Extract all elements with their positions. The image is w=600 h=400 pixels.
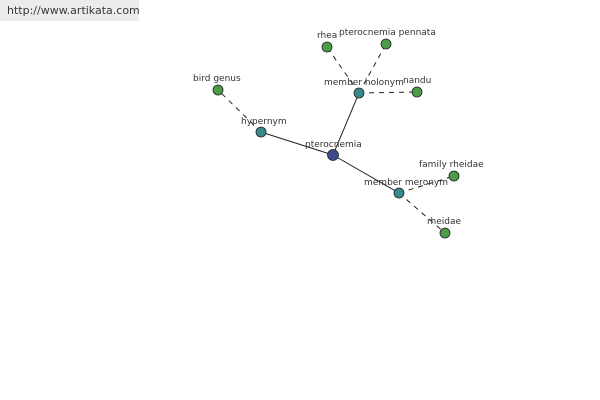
node-label-hypernym[interactable]: hypernym [241, 117, 287, 127]
node-label-pterocnemia[interactable]: pterocnemia [305, 140, 362, 150]
node-pterocnemia[interactable] [327, 149, 339, 161]
node-label-pterocnemia-pennata[interactable]: pterocnemia pennata [339, 28, 436, 38]
node-label-bird-genus[interactable]: bird genus [193, 74, 241, 84]
edge-pterocnemia-member-holonym [332, 92, 360, 156]
nodes-layer [212, 38, 460, 239]
node-nandu[interactable] [411, 86, 423, 98]
node-label-member-holonym[interactable]: member holonym [324, 78, 404, 88]
node-label-family-rheidae[interactable]: family rheidae [419, 160, 484, 170]
node-member-meronym[interactable] [393, 187, 405, 199]
node-rheidae[interactable] [439, 227, 451, 239]
labels-layer: pterocnemia hypernym member holonym member … [193, 28, 484, 227]
node-label-nandu[interactable]: nandu [403, 76, 431, 86]
node-rhea[interactable] [321, 41, 333, 53]
edge-pterocnemia-hypernym [260, 131, 334, 156]
node-family-rheidae[interactable] [448, 170, 460, 182]
node-label-rheidae[interactable]: rheidae [427, 217, 462, 227]
node-hypernym[interactable] [255, 126, 267, 138]
node-pterocnemia-pennata[interactable] [380, 38, 392, 50]
node-label-rhea[interactable]: rhea [317, 31, 337, 41]
edge-member-meronym-rheidae [398, 192, 446, 234]
edges-layer [217, 43, 455, 234]
edge-pterocnemia-member-meronym [332, 154, 400, 194]
edge-hypernym-bird-genus [217, 89, 262, 133]
node-label-member-meronym[interactable]: member meronym [364, 178, 448, 188]
source-url-banner[interactable]: http://www.artikata.com [0, 0, 140, 21]
node-member-holonym[interactable] [353, 87, 365, 99]
edge-member-holonym-nandu [358, 91, 418, 94]
node-bird-genus[interactable] [212, 84, 224, 96]
